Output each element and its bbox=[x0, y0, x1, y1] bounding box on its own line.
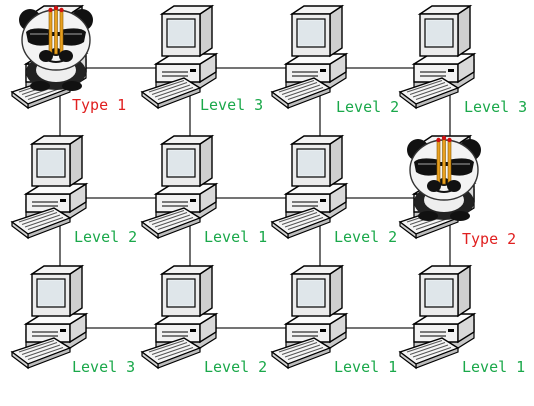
desktop-computer-icon bbox=[271, 5, 347, 109]
desktop-computer-icon bbox=[141, 135, 217, 239]
panda-virus-icon bbox=[406, 134, 482, 222]
desktop-computer-icon bbox=[11, 135, 87, 239]
network-node bbox=[11, 265, 87, 369]
infection-source-label: Type 2 bbox=[462, 230, 517, 248]
desktop-computer-icon bbox=[141, 265, 217, 369]
infection-level-label: Level 2 bbox=[204, 358, 268, 376]
nodes-layer bbox=[11, 4, 482, 369]
desktop-computer-icon bbox=[141, 5, 217, 109]
network-node bbox=[141, 135, 217, 239]
network-node bbox=[11, 4, 94, 109]
network-node bbox=[271, 265, 347, 369]
infection-level-label: Level 1 bbox=[334, 358, 398, 376]
network-node bbox=[271, 5, 347, 109]
infection-source-label: Type 1 bbox=[72, 96, 127, 114]
desktop-computer-icon bbox=[399, 5, 475, 109]
network-node bbox=[399, 5, 475, 109]
network-node bbox=[141, 5, 217, 109]
infection-level-label: Level 2 bbox=[336, 98, 400, 116]
network-node bbox=[271, 135, 347, 239]
network-node bbox=[399, 265, 475, 369]
infection-level-label: Level 3 bbox=[200, 96, 264, 114]
panda-virus-icon bbox=[18, 4, 94, 92]
desktop-computer-icon bbox=[399, 265, 475, 369]
infection-level-label: Level 3 bbox=[464, 98, 528, 116]
infection-level-label: Level 3 bbox=[72, 358, 136, 376]
desktop-computer-icon bbox=[271, 135, 347, 239]
network-node bbox=[399, 134, 482, 239]
infection-level-label: Level 2 bbox=[74, 228, 138, 246]
infection-level-label: Level 1 bbox=[204, 228, 268, 246]
infection-level-label: Level 1 bbox=[462, 358, 526, 376]
network-node bbox=[141, 265, 217, 369]
desktop-computer-icon bbox=[11, 265, 87, 369]
infection-level-label: Level 2 bbox=[334, 228, 398, 246]
desktop-computer-icon bbox=[271, 265, 347, 369]
network-node bbox=[11, 135, 87, 239]
